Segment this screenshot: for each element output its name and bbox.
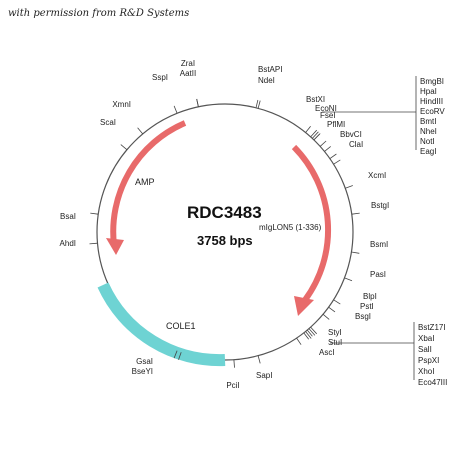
site-group-upper: BmgBI HpaI HindIII EcoRV BmtI NheI NotI …: [322, 76, 445, 156]
site-tick-bstgi: [351, 212, 360, 215]
site-label-asci: AscI: [319, 348, 335, 357]
site-group-lower-5: Eco47III: [418, 378, 447, 387]
site-label-bsmi: BsmI: [370, 240, 388, 249]
insert-arrowhead: [294, 296, 314, 316]
site-label-styi: StyI: [328, 328, 342, 337]
site-label-sapi: SapI: [256, 371, 272, 380]
site-label-bseyi: BseYI: [132, 367, 153, 376]
site-group-upper-1: HpaI: [420, 87, 437, 96]
site-tick-pcii: [233, 359, 235, 368]
site-tick-stui: [303, 332, 310, 340]
site-group-lower-2: SalI: [418, 345, 432, 354]
site-label-ahdi: AhdI: [60, 239, 76, 248]
site-tick-bstapi: [255, 99, 259, 108]
group-tick-5: [305, 331, 312, 339]
site-label-pcii: PciI: [226, 381, 239, 390]
site-label-zrai: ZraI: [181, 59, 195, 68]
site-label-psti: PstI: [360, 302, 374, 311]
site-tick-bsmi: [351, 251, 360, 254]
feature-label-cole1: COLE1: [166, 321, 196, 331]
amp-arrowhead: [106, 238, 124, 255]
feature-label-amp: AMP: [135, 177, 155, 187]
site-label-xmni: XmnI: [112, 100, 131, 109]
site-group-upper-2: HindIII: [420, 97, 443, 106]
group-tick-3: [310, 326, 317, 335]
site-tick-ndei: [257, 100, 261, 109]
site-label-blpi: BlpI: [363, 292, 377, 301]
site-label-sspi: SspI: [152, 73, 168, 82]
site-label-bsai: BsaI: [60, 212, 76, 221]
credit-note: with permission from R&D Systems: [8, 8, 190, 19]
site-tick-bsgi: [322, 313, 330, 320]
plasmid-size: 3758 bps: [197, 233, 253, 248]
site-tick-sapi: [257, 355, 261, 364]
site-label-bstgi: BstgI: [371, 201, 389, 210]
site-group-lower-1: XbaI: [418, 334, 434, 343]
site-group-upper-5: NheI: [420, 127, 437, 136]
site-group-upper-4: BmtI: [420, 117, 436, 126]
group-tick-1: [312, 131, 319, 139]
site-label-gsai: GsaI: [136, 357, 153, 366]
site-label-econi: EcoNI: [315, 104, 337, 113]
site-tick-xmni: [137, 127, 144, 135]
site-label-fsei: FseI: [320, 111, 336, 120]
site-tick-bstxi: [305, 126, 311, 133]
site-ticks: [89, 98, 360, 368]
site-label-bstapi: BstAPI: [258, 65, 282, 74]
site-tick-pflmi: [324, 146, 331, 152]
site-tick-blpi: [333, 299, 341, 305]
site-label-stui: StuI: [328, 338, 342, 347]
site-tick-xcmi: [345, 185, 353, 189]
site-group-lower-3: PspXI: [418, 356, 439, 365]
site-tick-asci: [296, 337, 302, 345]
insert-label: mIgLON5 (1-336): [259, 223, 322, 232]
site-tick-pasi: [344, 277, 353, 282]
site-label-bbvci: BbvCI: [340, 130, 362, 139]
site-tick-sspi: [173, 105, 178, 114]
plasmid-name: RDC3483: [187, 203, 262, 222]
site-label-clai: ClaI: [349, 140, 363, 149]
site-group-lower-0: BstZ17I: [418, 323, 446, 332]
site-group-lower-4: XhoI: [418, 367, 434, 376]
site-group-upper-3: EcoRV: [420, 107, 445, 116]
insert-arrow: [291, 144, 331, 302]
site-label-bstxi: BstXI: [306, 95, 325, 104]
site-label-pasi: PasI: [370, 270, 386, 279]
site-tick-gsai: [178, 352, 182, 360]
site-label-pflmi: PflMI: [327, 120, 345, 129]
site-group-upper-7: EagI: [420, 147, 436, 156]
group-tick-2: [313, 133, 321, 141]
site-tick-bseyi: [173, 350, 178, 359]
site-tick-scai: [120, 144, 128, 151]
site-label-xcmi: XcmI: [368, 171, 386, 180]
amp-arrow: [110, 120, 187, 246]
site-tick-psti: [328, 306, 336, 313]
site-tick-aatii: [196, 98, 199, 107]
site-label-bsgi: BsgI: [355, 312, 371, 321]
site-group-lower: BstZ17I XbaI SalI PspXI XhoI Eco47III: [330, 322, 447, 387]
group-tick-0: [310, 129, 317, 138]
site-tick-bbvci: [329, 153, 337, 159]
site-label-aatii: AatII: [180, 69, 196, 78]
site-tick-fsei: [319, 140, 327, 147]
site-label-ndei: NdeI: [258, 76, 275, 85]
site-group-upper-0: BmgBI: [420, 77, 444, 86]
group-tick-4: [308, 328, 316, 336]
cole1-arc: [97, 282, 226, 367]
site-label-scai: ScaI: [100, 118, 116, 127]
site-tick-clai: [333, 159, 341, 165]
site-tick-bsai: [90, 212, 99, 215]
site-tick-styi: [306, 329, 313, 337]
site-group-upper-6: NotI: [420, 137, 435, 146]
site-tick-ahdi: [89, 242, 98, 245]
